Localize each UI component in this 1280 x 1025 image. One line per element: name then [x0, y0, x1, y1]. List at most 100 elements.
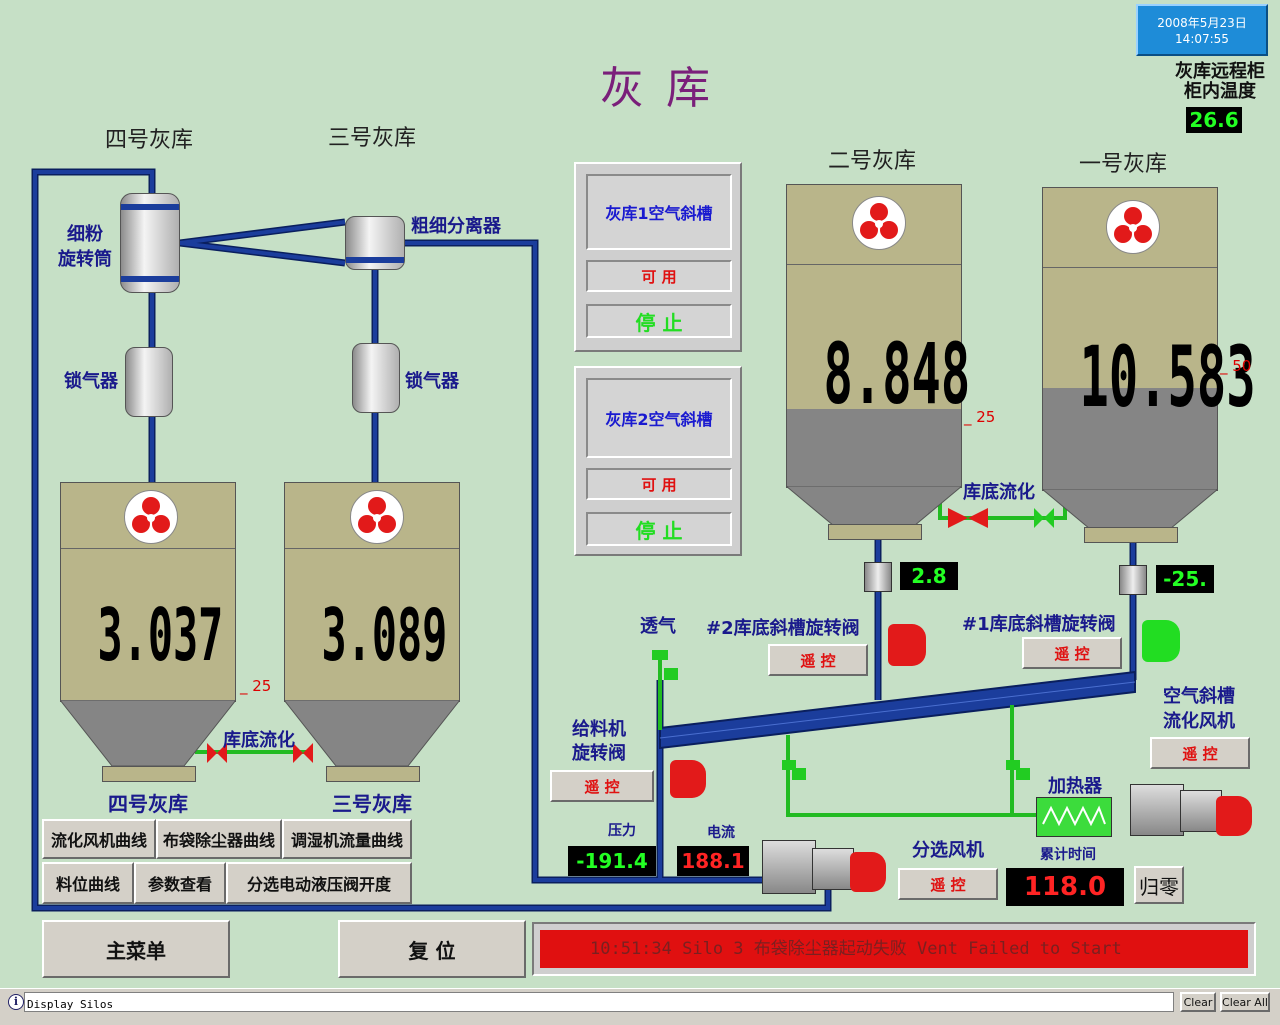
chute1-title: 灰库1空气斜槽: [586, 174, 732, 250]
alarm-banner[interactable]: 10:51:34 Silo 3 布袋除尘器起动失败 Vent Failed to…: [532, 922, 1256, 976]
silo1-top-label: 一号灰库: [1079, 152, 1168, 177]
feeder-remote-button[interactable]: 遥 控: [550, 770, 654, 802]
params-button[interactable]: 参数查看: [134, 862, 226, 904]
clear-all-button[interactable]: Clear All: [1220, 992, 1270, 1012]
label-line: 空气斜槽: [1163, 686, 1235, 707]
bottom-fluidize-left-label: 库底流化: [223, 730, 295, 751]
air-chute-fan-machine[interactable]: [1130, 774, 1226, 838]
cabinet-temp-label: 灰库远程柜 柜内温度: [1160, 62, 1280, 102]
silo2-base: [828, 524, 922, 540]
current-label: 电流: [707, 825, 735, 841]
fine-powder-cylinder-label: 细粉 旋转筒: [58, 222, 112, 272]
silo2-level: 8.848: [823, 325, 971, 423]
silo4-mark: _ 25: [240, 677, 272, 695]
heater-label: 加热器: [1048, 776, 1102, 797]
air-lock-left[interactable]: [125, 347, 173, 417]
label-line: 旋转阀: [572, 743, 626, 764]
chute2-avail[interactable]: 可 用: [586, 468, 732, 500]
air-chute-fan-label: 空气斜槽 流化风机: [1163, 684, 1235, 734]
label-line: 给料机: [572, 719, 626, 740]
datetime-display: 2008年5月23日 14:07:55: [1136, 4, 1268, 56]
time-text: 14:07:55: [1175, 32, 1229, 46]
date-text: 2008年5月23日: [1157, 16, 1247, 30]
air-chute-fan-motor-icon[interactable]: [1216, 796, 1252, 836]
info-icon: i: [8, 994, 24, 1010]
separator-label: 粗细分离器: [411, 216, 501, 237]
fine-powder-cylinder[interactable]: [120, 193, 180, 293]
air-chute-fan-remote-button[interactable]: 遥 控: [1150, 737, 1250, 769]
silo2-outlet-valve[interactable]: [864, 562, 892, 592]
label-line: 细粉: [67, 224, 103, 245]
status-text: Display Silos: [27, 998, 114, 1011]
chute1-state-text: 停 止: [635, 310, 683, 335]
silo3-top-label: 三号灰库: [328, 126, 417, 151]
fluid-fan-curve-button[interactable]: 流化风机曲线: [42, 819, 156, 859]
valve1-motor-icon[interactable]: [1142, 620, 1180, 662]
humidifier-curve-button[interactable]: 调湿机流量曲线: [282, 819, 412, 859]
cabinet-label-line2: 柜内温度: [1184, 81, 1256, 102]
label-line: 流化风机: [1163, 711, 1235, 732]
alarm-text: 10:51:34 Silo 3 布袋除尘器起动失败 Vent Failed to…: [540, 930, 1248, 968]
cabinet-label-line1: 灰库远程柜: [1175, 61, 1265, 82]
vent-label: 透气: [640, 616, 676, 637]
separator-fan-label: 分选风机: [912, 840, 984, 861]
reset-button[interactable]: 复 位: [338, 920, 526, 978]
cabinet-temperature: 26.6: [1186, 107, 1242, 133]
chute2-panel: 灰库2空气斜槽 可 用 停 止: [574, 366, 742, 556]
silo1-outlet-value: -25.: [1156, 565, 1214, 593]
clear-button[interactable]: Clear: [1180, 992, 1216, 1012]
chute2-state[interactable]: 停 止: [586, 512, 732, 546]
silo3-base: [326, 766, 420, 782]
status-bar: i Display Silos Clear Clear All: [0, 988, 1280, 1025]
coarse-fine-separator[interactable]: [345, 216, 405, 270]
silo3-cone: [284, 700, 460, 767]
label-line: 旋转筒: [58, 249, 112, 270]
reset-zero-button[interactable]: 归零: [1134, 866, 1184, 904]
silo2-outlet-value: 2.8: [900, 562, 958, 590]
silo4-cone: [60, 700, 236, 767]
pressure-label: 压力: [608, 823, 636, 839]
chute2-state-text: 停 止: [635, 518, 683, 543]
air-lock-right-label: 锁气器: [405, 371, 459, 392]
chute1-state[interactable]: 停 止: [586, 304, 732, 338]
separator-fan-motor-icon[interactable]: [850, 852, 886, 892]
silo1-cone: [1042, 489, 1218, 530]
chute1-title-text: 灰库1空气斜槽: [605, 204, 713, 223]
silo1-outlet-valve[interactable]: [1119, 565, 1147, 595]
silo1-base: [1084, 527, 1178, 543]
heater-icon[interactable]: [1036, 797, 1112, 837]
silo2-body[interactable]: 8.848: [786, 184, 971, 488]
chute1-avail[interactable]: 可 用: [586, 260, 732, 292]
silo2-mark: _ 25: [964, 408, 996, 426]
status-text-field[interactable]: Display Silos: [24, 992, 1174, 1012]
valve2-remote-button[interactable]: 遥 控: [768, 644, 868, 676]
feeder-label: 给料机 旋转阀: [572, 718, 626, 766]
separator-fan-remote-button[interactable]: 遥 控: [898, 868, 998, 900]
bag-filter-curve-button[interactable]: 布袋除尘器曲线: [156, 819, 282, 859]
chute1-panel: 灰库1空气斜槽 可 用 停 止: [574, 162, 742, 352]
accum-time-label: 累计时间: [1040, 847, 1096, 863]
silo2-top-label: 二号灰库: [828, 149, 917, 174]
silo3-level: 3.089: [321, 593, 448, 677]
separator-fan-machine[interactable]: [762, 832, 858, 896]
valve2-motor-icon[interactable]: [888, 624, 926, 666]
silo4-bottom-label: 四号灰库: [108, 792, 188, 816]
valve-opening-button[interactable]: 分选电动液压阀开度: [226, 862, 412, 904]
silo1-body[interactable]: 10.583: [1042, 187, 1256, 491]
chute2-title: 灰库2空气斜槽: [586, 378, 732, 458]
silo4-top-label: 四号灰库: [105, 128, 194, 153]
silo1-fan-icon: [1106, 200, 1160, 254]
silo3-fan-icon: [350, 490, 404, 544]
silo2-cone: [786, 486, 962, 527]
main-menu-button[interactable]: 主菜单: [42, 920, 230, 978]
valve1-remote-button[interactable]: 遥 控: [1022, 637, 1122, 669]
air-lock-right[interactable]: [352, 343, 400, 413]
level-curve-button[interactable]: 料位曲线: [42, 862, 134, 904]
valve1-label: #1库底斜槽旋转阀: [962, 614, 1116, 635]
feeder-motor-icon[interactable]: [670, 760, 706, 798]
silo1-mark: _ 50: [1220, 357, 1252, 375]
silo4-base: [102, 766, 196, 782]
current-value: 188.1: [677, 846, 749, 876]
page-title: 灰 库: [600, 63, 714, 114]
